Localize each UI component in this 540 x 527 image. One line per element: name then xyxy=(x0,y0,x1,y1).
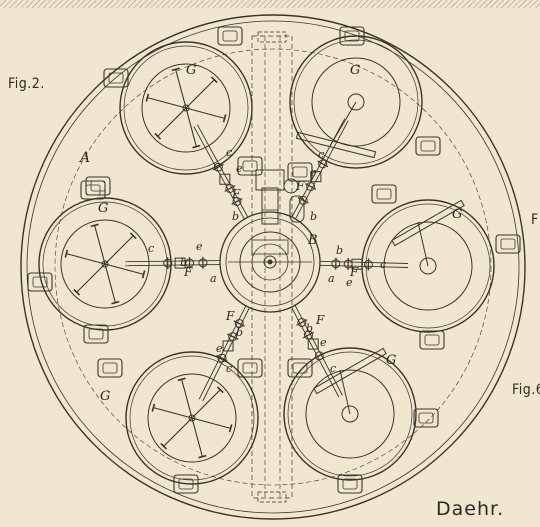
handle-lug xyxy=(419,330,445,350)
handle-lug xyxy=(85,176,111,196)
figure-label-edge: F xyxy=(531,212,539,228)
figure-label-left: Fig.2. xyxy=(8,76,45,92)
vessel-label-2: G xyxy=(350,63,360,78)
letter-e-1: e xyxy=(236,162,243,175)
handle-lug xyxy=(495,234,521,254)
letter-a-right: a xyxy=(328,272,335,285)
letter-b-4: b xyxy=(336,244,343,257)
letter-c-2: c xyxy=(318,148,324,161)
author-signature: Daehr. xyxy=(436,498,505,520)
letter-b-3: b xyxy=(180,256,187,269)
letter-F-1: F xyxy=(231,187,241,201)
vessel-label-3: G xyxy=(98,201,108,216)
handle-lug xyxy=(339,26,365,46)
vessel-label-6: G xyxy=(386,353,396,368)
central-hub xyxy=(219,169,321,313)
pipes-group xyxy=(124,118,409,402)
letter-b-1: b xyxy=(232,210,239,223)
letter-c-1: c xyxy=(226,146,232,159)
handle-lug xyxy=(217,26,243,46)
pipe-5 xyxy=(198,305,250,402)
letter-c-3: c xyxy=(148,242,154,255)
letter-F-4: F xyxy=(349,265,359,279)
pipe-2 xyxy=(291,118,349,220)
handle-lug xyxy=(287,358,313,378)
letter-F-2: F xyxy=(295,179,305,193)
letter-b-5: b xyxy=(236,326,243,339)
handle-lug xyxy=(103,68,129,88)
handle-lug xyxy=(97,358,123,378)
letter-e-5: e xyxy=(216,342,223,355)
letter-b-6: b xyxy=(306,322,313,335)
handle-lug xyxy=(27,272,53,292)
letter-e-4: e xyxy=(346,276,353,289)
pipe-1 xyxy=(193,124,249,220)
letter-F-5: F xyxy=(225,309,235,323)
turntable xyxy=(20,14,526,520)
vessel-3 xyxy=(27,176,172,344)
letter-F-3: F xyxy=(183,265,193,279)
handle-lug xyxy=(413,408,439,428)
pipe-6 xyxy=(291,305,343,398)
letter-c-4: c xyxy=(380,258,386,271)
vessel-label-1: G xyxy=(186,63,196,78)
letter-e-2: e xyxy=(310,166,317,179)
letter-e-3: e xyxy=(196,240,203,253)
vessel-6 xyxy=(283,347,439,494)
handle-lug xyxy=(337,474,363,494)
figure-label-right: Fig.6 xyxy=(512,382,540,398)
handle-lug xyxy=(237,358,263,378)
letter-a-left: a xyxy=(210,272,217,285)
letter-c-5: c xyxy=(226,362,232,375)
letter-A: A xyxy=(78,150,90,166)
handle-lug xyxy=(415,136,441,156)
vessel-label-4: G xyxy=(452,207,462,222)
vessel-label-5: G xyxy=(100,389,110,404)
vessel-2 xyxy=(287,26,441,182)
letter-e-6: e xyxy=(320,336,327,349)
pipe-4 xyxy=(319,257,409,271)
handle-lug xyxy=(80,180,106,200)
letter-B: B xyxy=(307,233,318,248)
pipe-3 xyxy=(124,256,221,270)
handle-lug xyxy=(173,474,199,494)
vessels-group xyxy=(27,26,521,494)
handle-lug xyxy=(237,156,263,176)
letter-c-6: c xyxy=(330,362,336,375)
handle-lug xyxy=(83,324,109,344)
vessel-5 xyxy=(97,351,263,494)
letter-F-6: F xyxy=(315,313,325,327)
letter-b-2: b xyxy=(310,210,317,223)
vessel-1 xyxy=(80,26,263,200)
handle-lug xyxy=(371,184,397,204)
top-hatch-strip xyxy=(0,0,540,8)
